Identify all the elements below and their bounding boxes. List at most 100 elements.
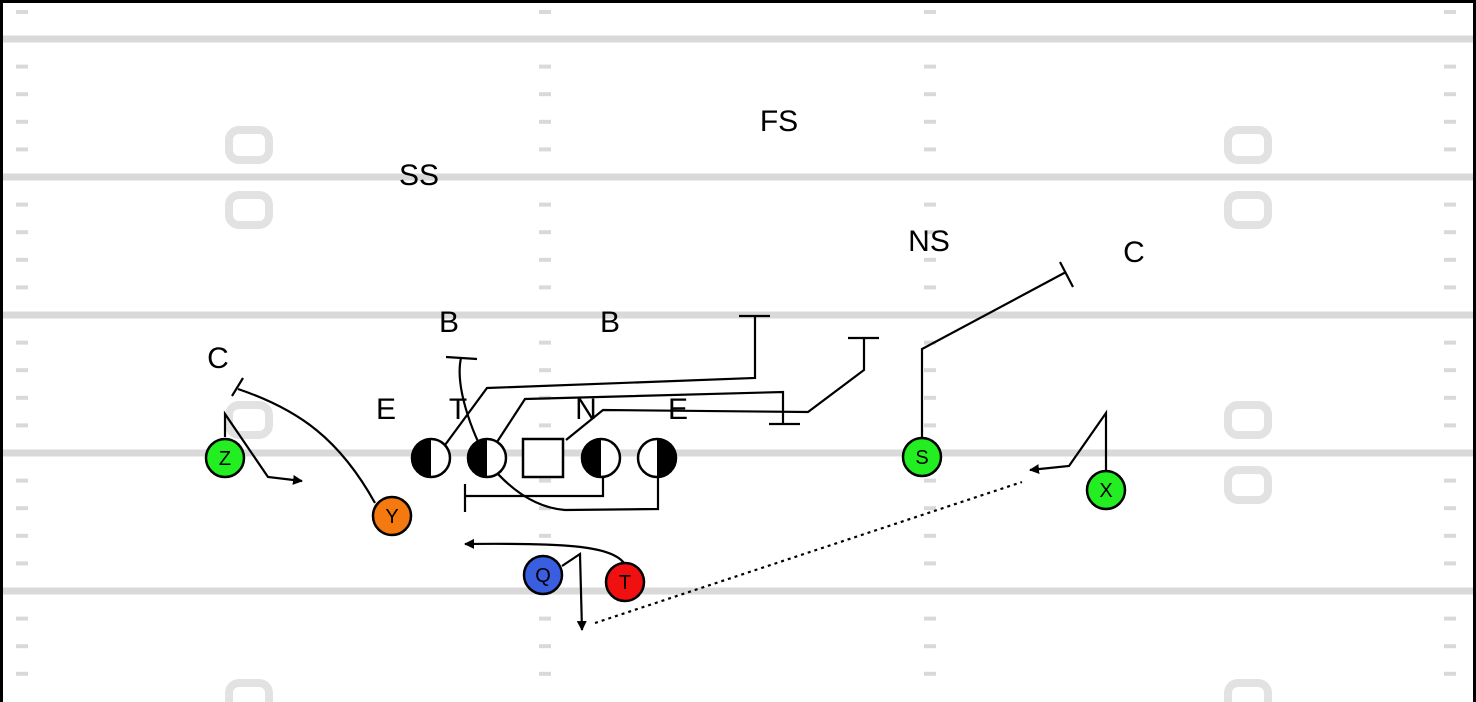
hash-mark <box>16 119 28 124</box>
hash-mark <box>16 644 28 649</box>
hash-mark <box>539 119 551 124</box>
hash-mark <box>1444 230 1456 235</box>
hash-mark <box>539 478 551 483</box>
hash-mark <box>16 92 28 97</box>
hash-mark <box>539 10 551 14</box>
hash-mark <box>1444 340 1456 345</box>
block-mark <box>231 377 244 397</box>
yard-number-zero <box>1224 126 1272 164</box>
hash-mark <box>924 423 936 428</box>
player-t-label: T <box>619 572 631 594</box>
hash-mark <box>16 616 28 621</box>
player-z-label: Z <box>219 448 231 470</box>
z-route <box>223 410 303 485</box>
player-z[interactable]: Z <box>204 437 246 479</box>
hash-mark <box>924 64 936 69</box>
hash-mark <box>924 257 936 262</box>
hash-mark <box>16 340 28 345</box>
x-route <box>1029 409 1108 475</box>
hash-mark <box>1444 478 1456 483</box>
player-s-label: S <box>915 447 928 469</box>
hash-mark <box>539 616 551 621</box>
player-t[interactable]: T <box>604 561 646 603</box>
hash-mark <box>1444 368 1456 373</box>
yard-number-zero <box>1224 466 1272 504</box>
lg-pull <box>496 390 785 443</box>
hash-mark <box>924 147 936 152</box>
player-q[interactable]: Q <box>522 554 564 596</box>
hash-mark <box>1444 64 1456 69</box>
player-y[interactable]: Y <box>371 495 413 537</box>
yard-number-zero <box>225 679 273 702</box>
hash-mark <box>539 423 551 428</box>
hash-mark <box>539 340 551 345</box>
yard-number-zero <box>225 191 273 229</box>
hash-mark <box>16 395 28 400</box>
hash-mark <box>16 64 28 69</box>
defender-end-left: E <box>376 393 396 426</box>
hash-mark <box>539 230 551 235</box>
lt-pull <box>444 316 757 446</box>
yard-number-zero <box>1224 191 1272 229</box>
hash-mark <box>1444 561 1456 566</box>
hash-mark <box>924 616 936 621</box>
defender-ns: NS <box>908 225 950 258</box>
hash-mark <box>924 230 936 235</box>
hash-mark <box>16 230 28 235</box>
hash-mark <box>1444 506 1456 511</box>
defender-tackle: T <box>449 393 467 426</box>
defender-end-right: E <box>668 393 688 426</box>
hash-mark <box>924 10 936 14</box>
hash-mark <box>1444 644 1456 649</box>
lineman-left-tackle <box>410 437 452 479</box>
offense: Z Y Q T S X <box>204 436 1127 603</box>
hash-mark <box>539 64 551 69</box>
hash-mark <box>539 533 551 538</box>
hash-mark <box>16 285 28 290</box>
rg-block <box>465 477 605 498</box>
yard-number-zero <box>1224 401 1272 439</box>
block-mark <box>445 355 478 361</box>
center-square <box>521 437 565 479</box>
hash-mark <box>1444 10 1456 14</box>
hash-mark <box>1444 395 1456 400</box>
hash-mark <box>16 147 28 152</box>
hash-mark <box>539 644 551 649</box>
y-route <box>237 387 376 504</box>
yard-lines <box>3 35 1473 595</box>
field-surface <box>3 3 1473 702</box>
hash-mark <box>1444 423 1456 428</box>
hash-mark <box>16 10 28 14</box>
hash-mark <box>924 644 936 649</box>
hash-mark <box>16 202 28 207</box>
player-s[interactable]: S <box>901 436 943 478</box>
offensive-line <box>410 437 678 479</box>
defender-backer-right: B <box>600 306 620 339</box>
hash-mark <box>1444 616 1456 621</box>
defender-nose: N <box>575 393 597 426</box>
hash-mark <box>1444 257 1456 262</box>
player-x-label: X <box>1099 480 1112 502</box>
hash-mark <box>924 340 936 345</box>
hash-mark <box>924 671 936 676</box>
hash-mark <box>16 257 28 262</box>
lineman-right-guard <box>580 437 622 479</box>
hash-mark <box>16 368 28 373</box>
defender-corner-right: C <box>1123 236 1145 269</box>
hash-mark <box>539 506 551 511</box>
hash-mark <box>924 533 936 538</box>
hash-mark <box>539 147 551 152</box>
defender-ss: SS <box>399 159 439 192</box>
player-x[interactable]: X <box>1085 469 1127 511</box>
lineman-right-tackle <box>636 437 678 479</box>
hash-mark <box>924 119 936 124</box>
hash-mark <box>539 202 551 207</box>
pass-line <box>594 480 1023 625</box>
hash-mark <box>539 92 551 97</box>
hash-mark <box>539 285 551 290</box>
s-route <box>920 271 1067 437</box>
hash-mark <box>539 257 551 262</box>
rt-loop <box>489 464 660 512</box>
c-block <box>565 338 866 441</box>
